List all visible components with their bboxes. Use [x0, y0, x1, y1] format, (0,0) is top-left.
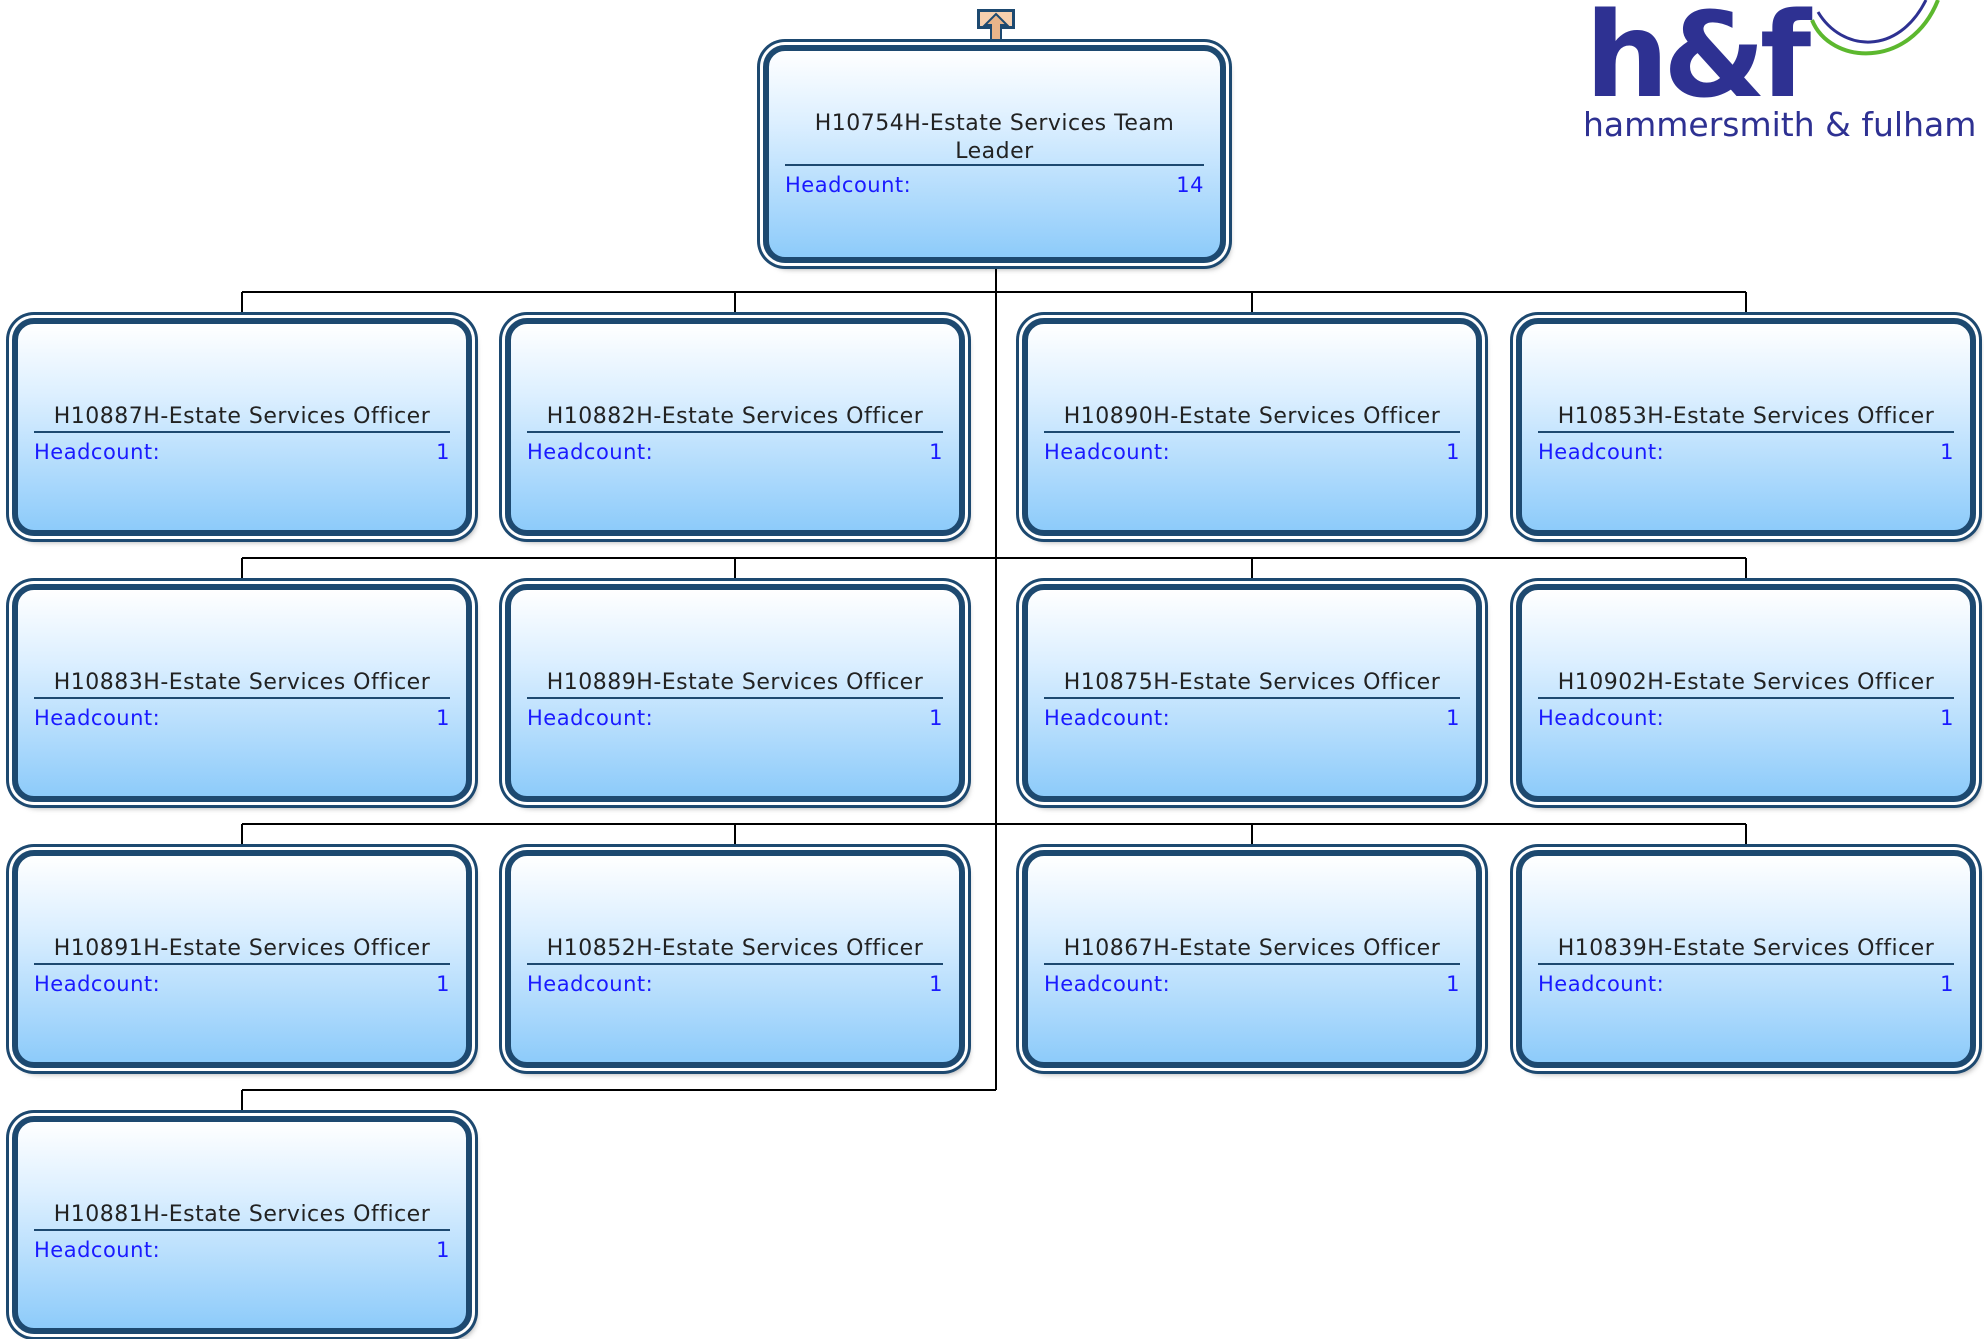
node-title: H10754H-Estate Services Team Leader	[814, 111, 1175, 164]
node-divider	[1538, 697, 1954, 699]
node-title: H10881H-Estate Services Officer	[53, 1202, 431, 1227]
node-title: H10890H-Estate Services Officer	[1063, 404, 1441, 429]
root-position-node[interactable]: H10754H-Estate Services Team Leader Head…	[763, 45, 1226, 263]
headcount-label: Headcount:	[1538, 706, 1665, 730]
headcount-value: 1	[436, 1238, 450, 1262]
headcount-label: Headcount:	[34, 1238, 161, 1262]
node-title: H10852H-Estate Services Officer	[546, 936, 924, 961]
node-divider	[527, 697, 943, 699]
headcount-label: Headcount:	[1538, 972, 1665, 996]
headcount-value: 1	[436, 440, 450, 464]
headcount-label: Headcount:	[785, 173, 912, 197]
headcount-label: Headcount:	[1538, 440, 1665, 464]
node-title: H10867H-Estate Services Officer	[1063, 936, 1441, 961]
node-headcount-row: Headcount: 1	[1538, 705, 1954, 731]
headcount-value: 1	[1446, 706, 1460, 730]
up-arrow-icon[interactable]	[976, 8, 1016, 44]
node-headcount-row: Headcount: 1	[1538, 439, 1954, 465]
node-title: H10891H-Estate Services Officer	[53, 936, 431, 961]
headcount-value: 1	[1446, 440, 1460, 464]
node-divider	[1044, 697, 1460, 699]
node-headcount-row: Headcount: 1	[34, 439, 450, 465]
node-headcount-row: Headcount: 1	[34, 971, 450, 997]
headcount-value: 1	[436, 972, 450, 996]
node-title: H10883H-Estate Services Officer	[53, 670, 431, 695]
node-title: H10889H-Estate Services Officer	[546, 670, 924, 695]
node-divider	[527, 963, 943, 965]
hammersmith-fulham-logo: h&f hammersmith & fulham	[1583, 0, 1976, 144]
node-divider	[1538, 963, 1954, 965]
node-divider	[34, 963, 450, 965]
node-divider	[1538, 431, 1954, 433]
node-headcount-row: Headcount: 14	[785, 172, 1204, 198]
headcount-label: Headcount:	[34, 440, 161, 464]
headcount-value: 1	[929, 440, 943, 464]
node-headcount-row: Headcount: 1	[1044, 439, 1460, 465]
headcount-value: 1	[1940, 440, 1954, 464]
headcount-label: Headcount:	[34, 972, 161, 996]
node-divider	[527, 431, 943, 433]
headcount-label: Headcount:	[34, 706, 161, 730]
headcount-label: Headcount:	[527, 440, 654, 464]
node-headcount-row: Headcount: 1	[527, 705, 943, 731]
headcount-value: 1	[929, 706, 943, 730]
logo-mark: h&f	[1585, 0, 1813, 124]
node-divider	[34, 697, 450, 699]
node-headcount-row: Headcount: 1	[34, 705, 450, 731]
node-headcount-row: Headcount: 1	[1044, 705, 1460, 731]
headcount-value: 1	[929, 972, 943, 996]
headcount-value: 1	[1940, 972, 1954, 996]
node-title: H10875H-Estate Services Officer	[1063, 670, 1441, 695]
headcount-label: Headcount:	[1044, 440, 1171, 464]
node-title: H10853H-Estate Services Officer	[1557, 404, 1935, 429]
node-headcount-row: Headcount: 1	[34, 1237, 450, 1263]
node-divider	[1044, 431, 1460, 433]
node-divider	[34, 1229, 450, 1231]
node-divider	[1044, 963, 1460, 965]
headcount-value: 14	[1176, 173, 1204, 197]
headcount-label: Headcount:	[527, 706, 654, 730]
logo-name: hammersmith & fulham	[1583, 105, 1976, 144]
node-divider	[785, 164, 1204, 166]
node-title: H10887H-Estate Services Officer	[53, 404, 431, 429]
node-headcount-row: Headcount: 1	[527, 971, 943, 997]
headcount-label: Headcount:	[527, 972, 654, 996]
node-headcount-row: Headcount: 1	[1538, 971, 1954, 997]
node-headcount-row: Headcount: 1	[1044, 971, 1460, 997]
headcount-value: 1	[1446, 972, 1460, 996]
node-headcount-row: Headcount: 1	[527, 439, 943, 465]
node-title: H10902H-Estate Services Officer	[1557, 670, 1935, 695]
node-title: H10839H-Estate Services Officer	[1557, 936, 1935, 961]
headcount-label: Headcount:	[1044, 706, 1171, 730]
headcount-label: Headcount:	[1044, 972, 1171, 996]
node-divider	[34, 431, 450, 433]
headcount-value: 1	[436, 706, 450, 730]
node-title: H10882H-Estate Services Officer	[546, 404, 924, 429]
headcount-value: 1	[1940, 706, 1954, 730]
